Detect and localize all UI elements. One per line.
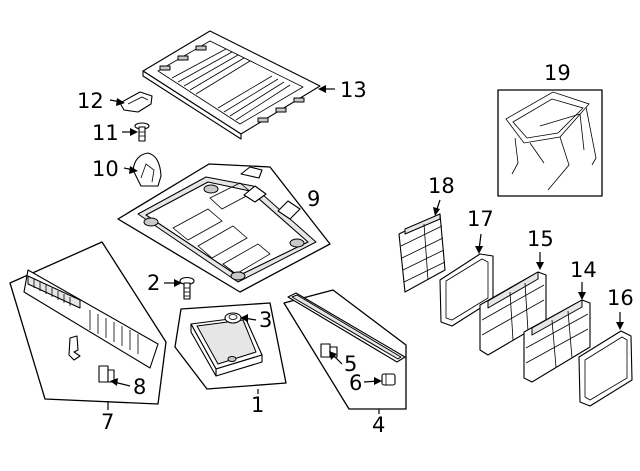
- callout-labels: 13 12 11 10 9 2 3 1 5 6 4 8 7 19 18 17 1…: [77, 61, 634, 437]
- callout-15: 15: [527, 227, 554, 251]
- callout-17: 17: [467, 207, 494, 231]
- callout-1: 1: [251, 393, 264, 417]
- callout-7: 7: [101, 410, 114, 434]
- part-15-cushion: [479, 271, 547, 356]
- callout-8: 8: [133, 375, 146, 399]
- callout-9: 9: [307, 187, 320, 211]
- callout-10: 10: [92, 157, 119, 181]
- callout-14: 14: [570, 258, 597, 282]
- part-11-push-pin: [134, 122, 150, 142]
- part-13-floor-mat: [142, 30, 321, 140]
- part-4-sill-group: [283, 289, 407, 410]
- callout-18: 18: [428, 174, 455, 198]
- part-2-bolt: [179, 276, 195, 300]
- callout-6: 6: [349, 371, 362, 395]
- callout-16: 16: [607, 286, 634, 310]
- callout-11: 11: [92, 121, 119, 145]
- callout-19: 19: [544, 61, 571, 85]
- part-7-side-panel-group: [9, 241, 167, 405]
- part-3-cap: [224, 312, 242, 324]
- part-19-seat-frame: [497, 89, 603, 197]
- callout-5: 5: [344, 352, 357, 376]
- group-brackets: [107, 389, 380, 414]
- callout-3: 3: [259, 308, 272, 332]
- callout-2: 2: [147, 271, 160, 295]
- part-9-cargo-tray: [117, 163, 331, 293]
- part-12-clip: [119, 91, 153, 113]
- part-18-seat-panel: [398, 213, 446, 293]
- part-16-cover: [578, 330, 633, 407]
- callout-4: 4: [372, 413, 385, 437]
- callout-12: 12: [77, 89, 104, 113]
- part-1-storage-bin: [174, 302, 287, 390]
- part-14-cushion: [523, 299, 591, 383]
- part-6-plug: [381, 373, 396, 386]
- leader-lines: [109, 85, 624, 387]
- part-10-bracket: [132, 152, 162, 187]
- callout-13: 13: [340, 78, 367, 102]
- part-8-clip: [98, 365, 115, 383]
